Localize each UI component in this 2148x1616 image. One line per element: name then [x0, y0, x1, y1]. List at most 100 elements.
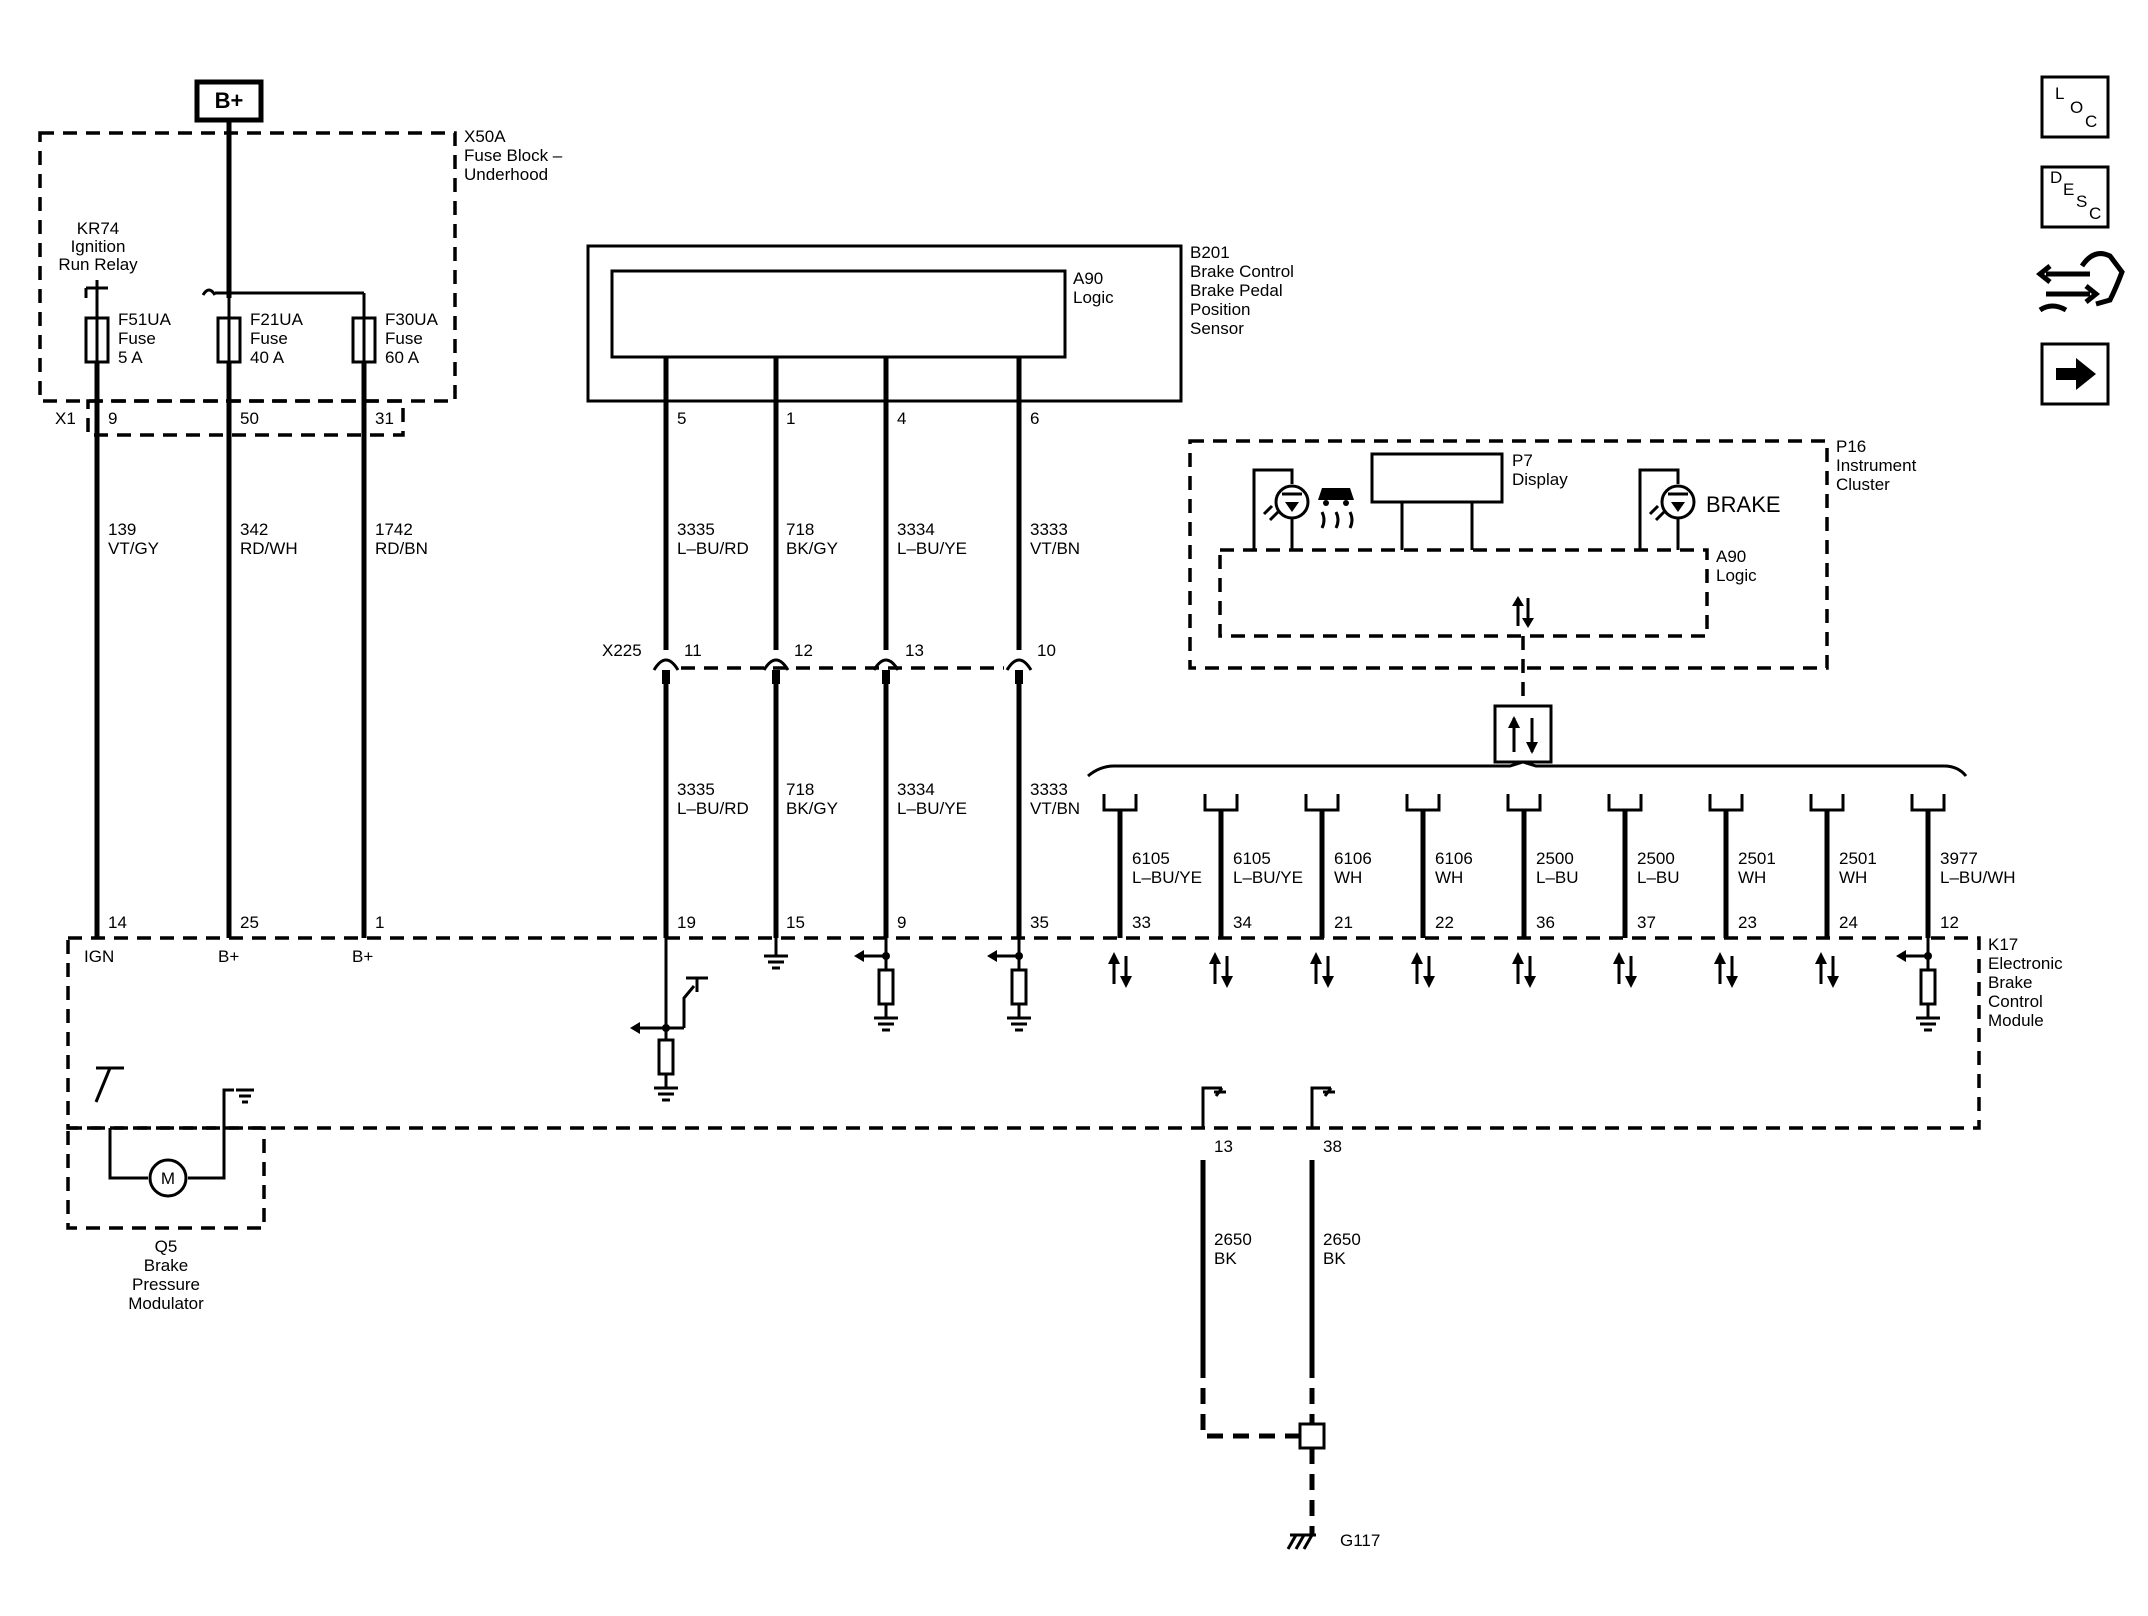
ground-wire-2-color: BK: [1323, 1249, 1346, 1268]
bus-wire-color: L–BU/YE: [1233, 868, 1303, 887]
module-pin-35: 35: [1030, 913, 1049, 932]
cluster-logic-name: Logic: [1716, 566, 1757, 585]
bus-wire-circuit: 3977: [1940, 849, 1978, 868]
module-pin-ign: 14: [108, 913, 127, 932]
sensor-name-3: Position: [1190, 300, 1250, 319]
bus-wire-color: L–BU/YE: [1132, 868, 1202, 887]
fuse-f51ua: F51UA Fuse 5 A: [84, 310, 172, 367]
arrow-right-icon: [2056, 358, 2096, 390]
sensor-id: B201: [1190, 243, 1230, 262]
location-button[interactable]: L O C: [2040, 75, 2110, 139]
connector-terminal-icon: [652, 658, 1033, 684]
brake-lamp-icon: [1638, 468, 1696, 550]
brake-pedal-position-sensor: B201 Brake Control Brake Pedal Position …: [586, 243, 1294, 428]
fuse-f30ua-rating: 60 A: [385, 348, 420, 367]
bus-wire-color: WH: [1839, 868, 1867, 887]
wire-139-color: VT/GY: [108, 539, 159, 558]
bus-connector-icon: [1910, 794, 1946, 812]
bus-connector-icon: [1405, 794, 1441, 812]
bplus-label: B+: [215, 88, 244, 113]
bus-connector-icon: [1809, 794, 1845, 812]
inline-connector-x225: X225 11 12 13 10: [602, 641, 1056, 684]
inline-pin-4: 10: [1037, 641, 1056, 660]
supply-wires: 139 VT/GY 342 RD/WH 1742 RD/BN: [94, 362, 428, 938]
module-bus-pin: 23: [1738, 913, 1757, 932]
inline-pin-3: 13: [905, 641, 924, 660]
module-pin-bplus-1-label: B+: [218, 947, 239, 966]
sensor-input-circuit-2: [854, 938, 898, 1032]
cluster-logic-id: A90: [1716, 547, 1746, 566]
module-pin-bplus-2: 1: [375, 913, 384, 932]
bus-wire-circuit: 2500: [1637, 849, 1675, 868]
fuse-f51ua-rating: 5 A: [118, 348, 143, 367]
description-button-char-4: C: [2089, 204, 2101, 223]
bus-connector-icon: [1506, 794, 1542, 812]
bus-connector-icon: [1304, 794, 1340, 812]
sensor-input-circuit-3: [987, 938, 1031, 1032]
bus-wire-circuit: 2501: [1839, 849, 1877, 868]
sensor-wires: 3335 L–BU/RD 718 BK/GY 3334 L–BU/YE 3333…: [663, 357, 1080, 650]
module-pin-bplus-2-label: B+: [352, 947, 373, 966]
module-ground-connections: [1201, 1086, 1335, 1128]
serial-data-bus: [1087, 636, 1968, 778]
bus-wire-color: L–BU: [1536, 868, 1579, 887]
repair-procedures-button[interactable]: [2035, 251, 2125, 313]
sensor-name-1: Brake Control: [1190, 262, 1294, 281]
bus-wire-circuit: 6105: [1233, 849, 1271, 868]
sensor-name-4: Sensor: [1190, 319, 1244, 338]
wire-3333-color-lower: VT/BN: [1030, 799, 1080, 818]
motor-icon: [148, 1158, 188, 1198]
sensor-pin-2: 1: [786, 409, 795, 428]
ground-wire-1-circuit: 2650: [1214, 1230, 1252, 1249]
description-button[interactable]: D E S C: [2040, 165, 2110, 229]
bus-wire-circuit: 6105: [1132, 849, 1170, 868]
module-name-3: Control: [1988, 992, 2043, 1011]
module-bus-pin: 37: [1637, 913, 1656, 932]
modulator-name-2: Pressure: [132, 1275, 200, 1294]
module-bus-pin: 36: [1536, 913, 1555, 932]
inline-pin-2: 12: [794, 641, 813, 660]
fuse-f21ua: F21UA Fuse 40 A: [216, 298, 304, 367]
cluster-id: P16: [1836, 437, 1866, 456]
module-name-4: Module: [1988, 1011, 2044, 1030]
ground-symbol-icon: [1286, 1533, 1316, 1550]
module-bus-pin: 12: [1940, 913, 1959, 932]
wire-718-color-upper: BK/GY: [786, 539, 838, 558]
sensor-ground-circuit: [764, 938, 788, 970]
fuse-f30ua-type: Fuse: [385, 329, 423, 348]
electronic-brake-control-module: K17 Electronic Brake Control Module 14 I…: [66, 913, 2063, 1156]
ground-wire-1-color: BK: [1214, 1249, 1237, 1268]
brake-pressure-modulator: M Q5 Brake Pressure Modulator: [66, 1066, 266, 1313]
wire-3334-circuit-lower: 3334: [897, 780, 935, 799]
location-button-char-2: O: [2070, 98, 2083, 117]
wire-3333-circuit-lower: 3333: [1030, 780, 1068, 799]
sensor-name-2: Brake Pedal: [1190, 281, 1283, 300]
module-name-2: Brake: [1988, 973, 2032, 992]
fuse-block-x50a: X50A Fuse Block – Underhood KR74 Ignitio…: [38, 127, 563, 437]
fuse-f30ua-pin: 31: [375, 409, 394, 428]
bus-wire-circuit: 6106: [1435, 849, 1473, 868]
next-page-button[interactable]: [2040, 342, 2110, 406]
sensor-input-circuit-1: [630, 938, 708, 1102]
inline-connector-id: X225: [602, 641, 642, 660]
bidirectional-arrow-icon: [1512, 596, 1534, 628]
ground-wires: 2650 BK 2650 BK G117: [1200, 1160, 1380, 1550]
wire-1742-color: RD/BN: [375, 539, 428, 558]
wire-3333-circuit-upper: 3333: [1030, 520, 1068, 539]
module-pin-9: 9: [897, 913, 906, 932]
sensor-logic-name: Logic: [1073, 288, 1114, 307]
module-bus-pin: 22: [1435, 913, 1454, 932]
sensor-wires-lower: 3335 L–BU/RD 718 BK/GY 3334 L–BU/YE 3333…: [663, 684, 1080, 938]
module-pin-15: 15: [786, 913, 805, 932]
location-button-char-3: C: [2085, 112, 2097, 131]
splice-icon: [1298, 1422, 1326, 1450]
fuse-f51ua-pin: 9: [108, 409, 117, 428]
module-bus-pin: 24: [1839, 913, 1858, 932]
